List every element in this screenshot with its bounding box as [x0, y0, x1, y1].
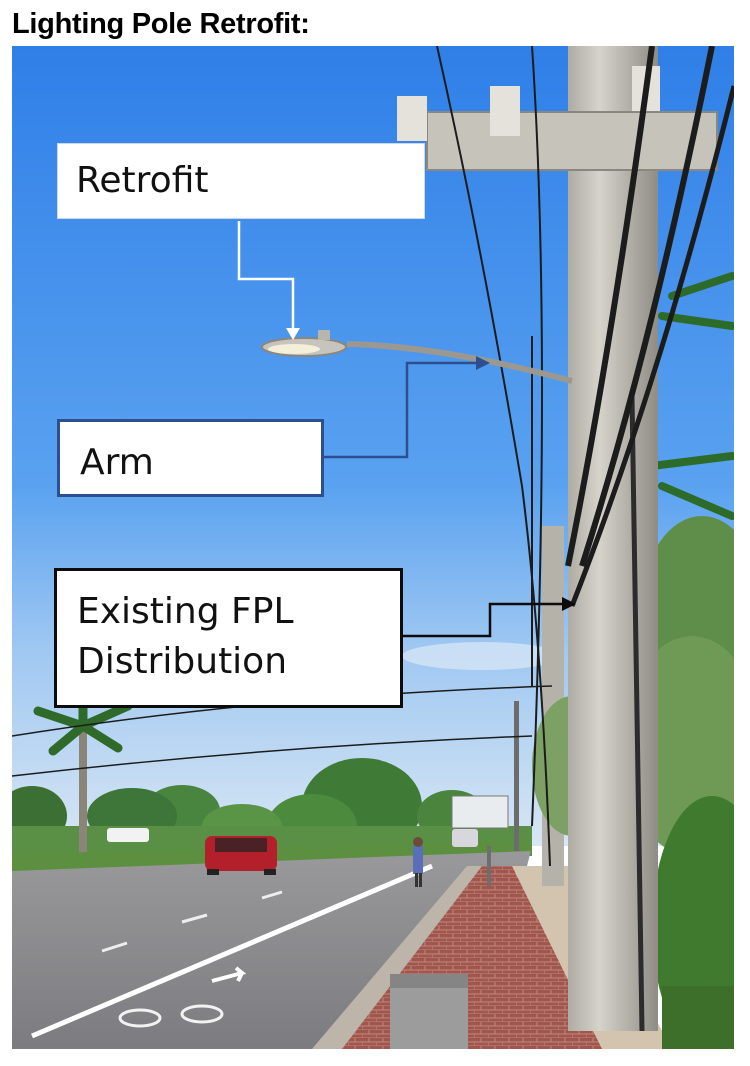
trash-can — [390, 974, 468, 1049]
existing-distribution-callout: Existing FPL Distribution — [54, 568, 403, 708]
retrofit-arrow — [237, 221, 300, 340]
arm-callout: Arm — [57, 419, 324, 497]
pedestrian — [413, 837, 423, 887]
retrofit-callout: Retrofit — [57, 143, 425, 219]
power-lines — [12, 46, 734, 867]
red-car — [205, 836, 277, 875]
arm-arrow — [322, 356, 490, 459]
distribution-arrow — [403, 597, 576, 638]
existing-fpl-label: Existing FPL — [77, 591, 294, 632]
arm-label: Arm — [80, 442, 154, 483]
palm-tree — [33, 686, 133, 856]
page-title: Lighting Pole Retrofit: — [12, 8, 310, 40]
retrofit-label: Retrofit — [76, 160, 209, 201]
street-light — [261, 330, 573, 384]
distribution-label: Distribution — [77, 641, 288, 682]
main-pole — [568, 46, 658, 1031]
